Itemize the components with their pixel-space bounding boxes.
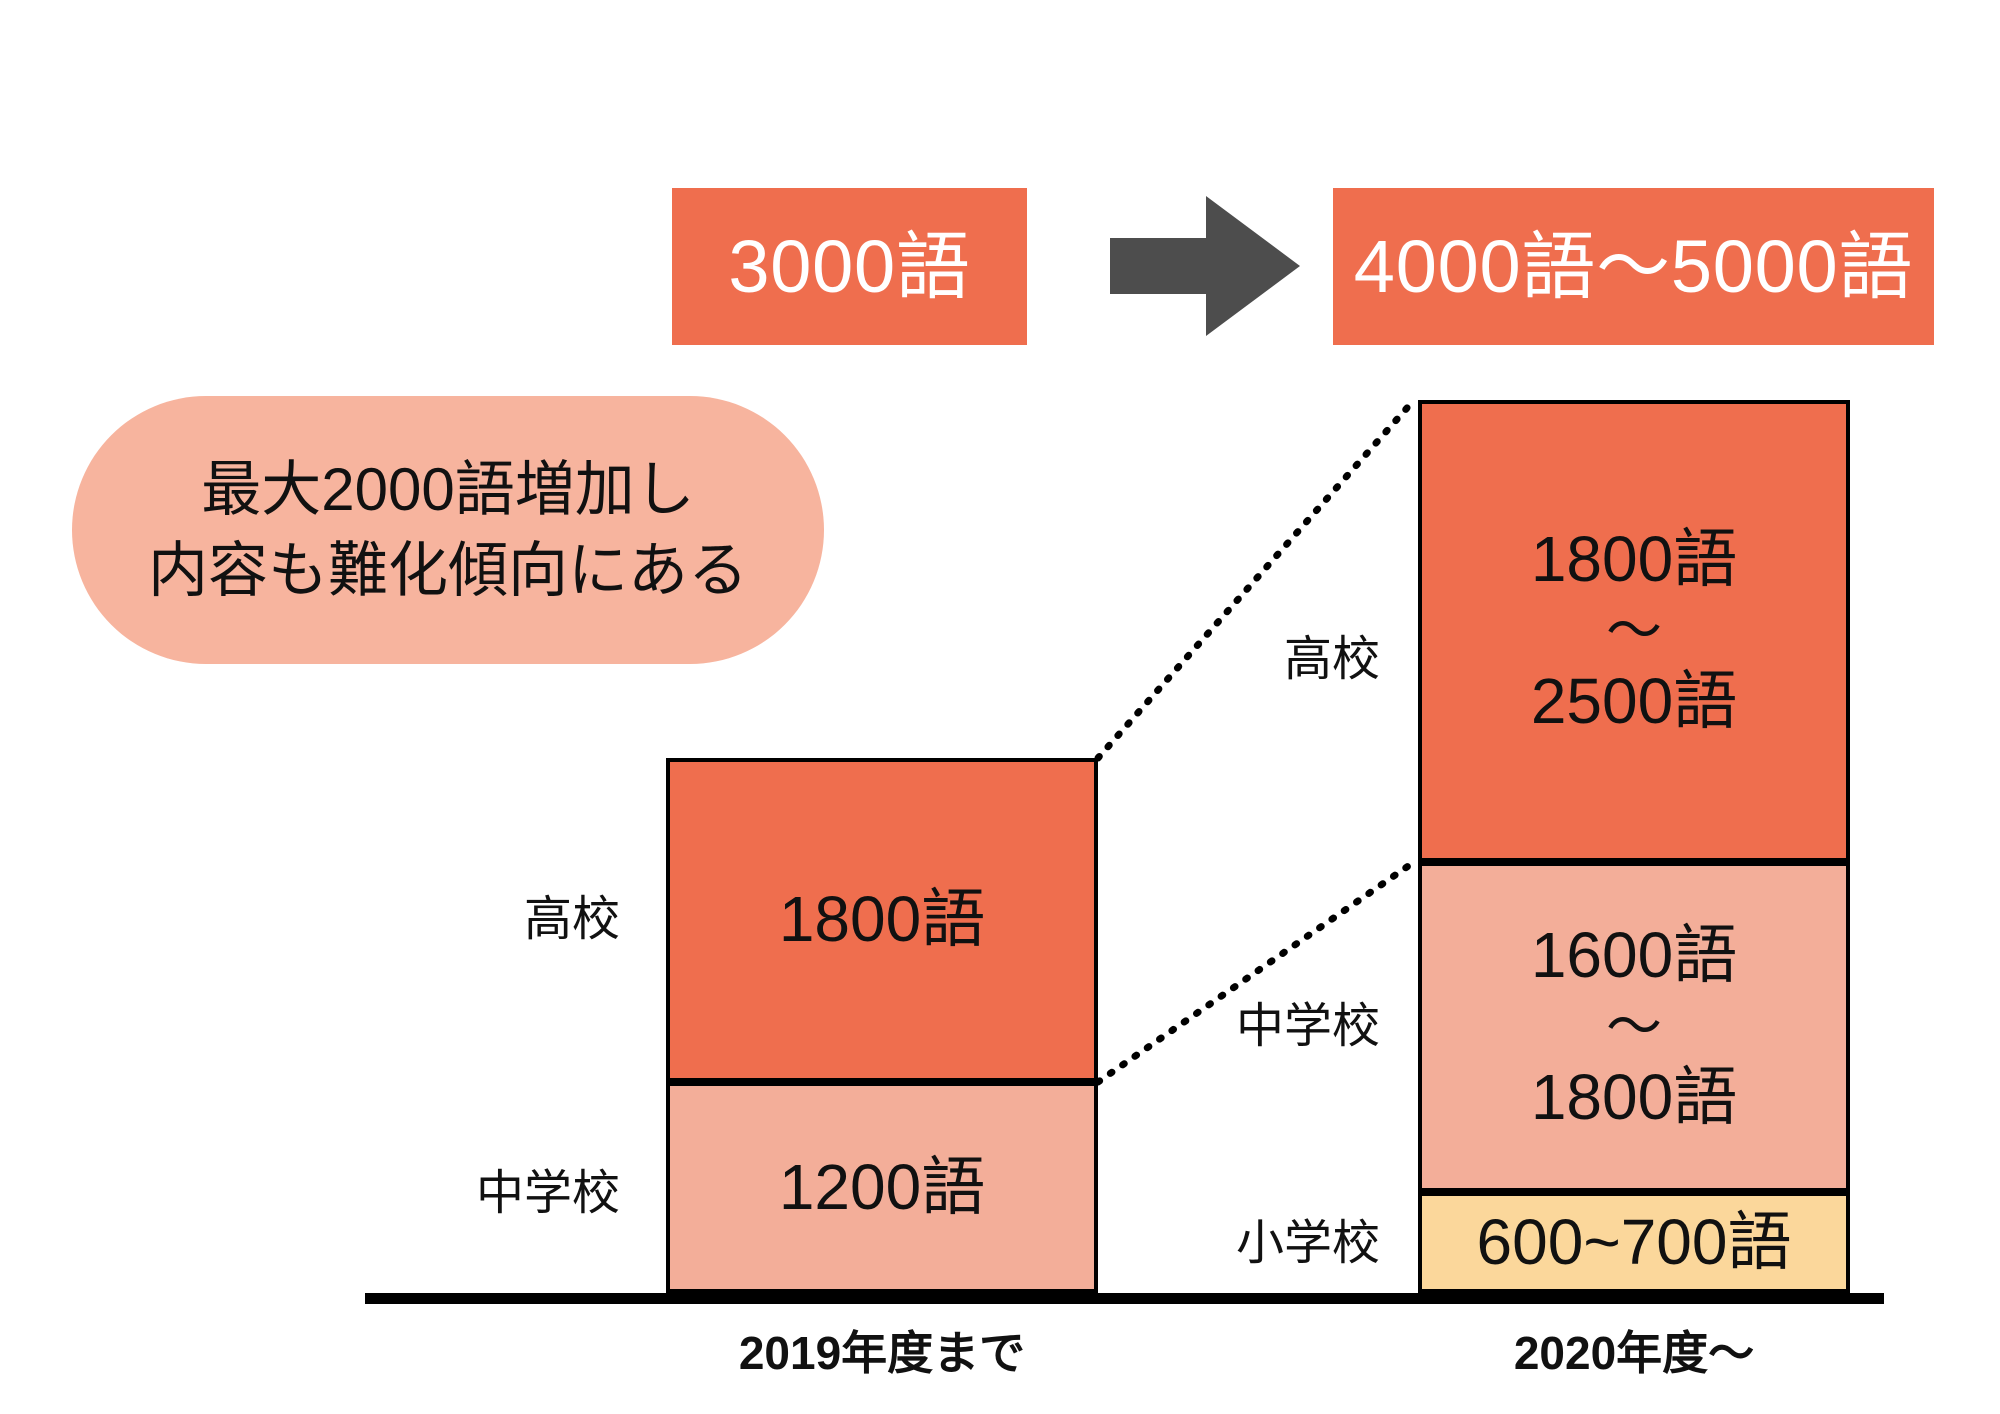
callout-bubble: 最大2000語増加し 内容も難化傾向にある <box>72 396 824 664</box>
segment-junior-2020-value-max: 1800語 <box>1530 1061 1738 1134</box>
label-elementary-2020: 小学校 <box>1235 1217 1380 1270</box>
label-high-2020: 高校 <box>1283 633 1380 686</box>
right-arrow-icon <box>1110 196 1300 336</box>
segment-high-2020: 1800語 〜 2500語 <box>1418 400 1850 862</box>
segment-high-2019-value: 1800語 <box>778 883 986 956</box>
total-before-badge: 3000語 <box>672 188 1027 345</box>
axis-label-2019: 2019年度まで <box>738 1327 1026 1379</box>
callout-line-1: 最大2000語増加し <box>201 455 695 523</box>
total-after-badge: 4000語〜5000語 <box>1333 188 1934 345</box>
segment-high-2020-tilde: 〜 <box>1606 598 1662 662</box>
label-junior-2019: 中学校 <box>475 1167 620 1220</box>
segment-junior-2019: 1200語 <box>666 1082 1098 1293</box>
segment-elementary-2020: 600~700語 <box>1418 1192 1850 1293</box>
label-junior-2020: 中学校 <box>1235 1000 1380 1053</box>
segment-high-2020-value-min: 1800語 <box>1530 523 1738 596</box>
label-high-2019: 高校 <box>523 893 620 946</box>
segment-junior-2020: 1600語 〜 1800語 <box>1418 862 1850 1192</box>
segment-high-2019: 1800語 <box>666 758 1098 1082</box>
segment-junior-2020-value-min: 1600語 <box>1530 919 1738 992</box>
axis-label-2020: 2020年度〜 <box>1513 1327 1755 1379</box>
axis-baseline <box>365 1293 1884 1304</box>
callout-line-2: 内容も難化傾向にある <box>148 537 748 604</box>
segment-high-2020-value-max: 2500語 <box>1530 665 1738 738</box>
segment-junior-2019-value: 1200語 <box>778 1150 986 1223</box>
segment-elementary-2020-value: 600~700語 <box>1476 1205 1792 1278</box>
segment-junior-2020-tilde: 〜 <box>1606 994 1662 1058</box>
